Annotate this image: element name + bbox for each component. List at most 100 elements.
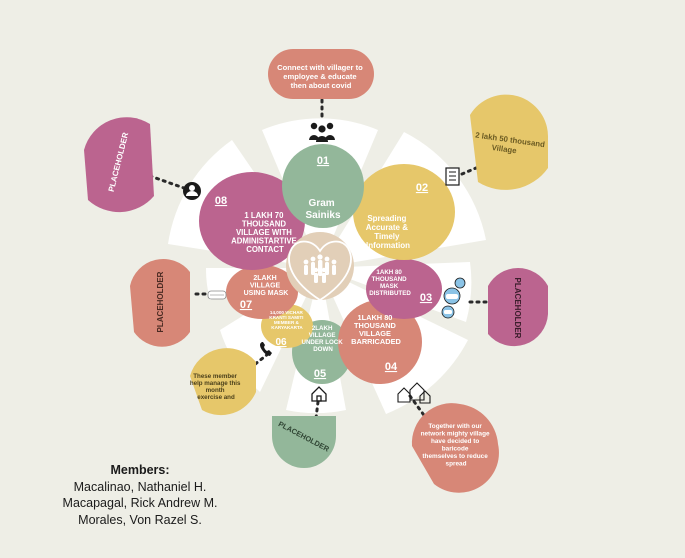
- note-02-line-2: Village: [491, 143, 518, 155]
- top-note-line-1: Connect with villager to: [277, 63, 363, 72]
- segment-01: 01 Gram Sainiks: [305, 155, 340, 221]
- svg-text:2LAKH VILLAGE UNDE: 2LAKH VILLAGE UNDER LOCK DOWN: [302, 325, 345, 353]
- members-title: Members:: [110, 463, 170, 477]
- segment-03-line-3: MASK: [380, 283, 399, 290]
- petal-07: [226, 265, 298, 319]
- outer-note-05: PLACEHOLDER: [272, 416, 336, 468]
- member-name-3: Morales, Von Razel S.: [78, 512, 202, 527]
- member-name-1: Macalinao, Nathaniel H.: [73, 479, 207, 494]
- user-circle-icon: [183, 182, 201, 200]
- svg-text:Gram Sainiks: Gram Sainiks: [305, 198, 340, 221]
- svg-text:2LAKH VILLAGE USIN: 2LAKH VILLAGE USING MASK: [244, 275, 289, 297]
- segment-03-number: 03: [420, 292, 432, 304]
- segment-04-line-2: THOUSAND: [354, 321, 397, 330]
- svg-text:PLACEHOLDER: PLACEHOLDER: [156, 271, 165, 332]
- segment-08: 08 1 LAKH 70 THOUSAND VILLAGE WITH ADMIN…: [215, 195, 299, 254]
- segment-06-line-2: KRANTI SAMITI: [269, 315, 303, 320]
- note-04-line-4: baricode: [442, 446, 469, 453]
- segment-05-line-2: VILLAGE: [309, 332, 336, 339]
- segment-08-line-2: THOUSAND: [242, 220, 287, 229]
- segment-07-line-1: 2LAKH: [253, 275, 276, 282]
- connector-08: [148, 174, 186, 190]
- people-group-icon: [309, 122, 335, 142]
- petal-01: [282, 144, 364, 228]
- crowd-figure: [303, 254, 337, 283]
- connector-02: [460, 160, 492, 176]
- svg-text:These member help manage: These member help manage this month exer…: [190, 373, 242, 401]
- face-mask-icon-left: [207, 290, 227, 300]
- note-07-text: PLACEHOLDER: [156, 271, 165, 332]
- segment-02-number: 02: [416, 182, 428, 194]
- note-06-bubble: [190, 348, 256, 416]
- svg-text:1 LAKH 70 THOUSAND: 1 LAKH 70 THOUSAND VILLAGE WITH ADMINIST…: [231, 211, 299, 254]
- svg-text:PLACEHOLDER: PLACEHOLDER: [513, 278, 522, 339]
- heart-outline: [288, 240, 352, 302]
- outer-note-04: Together with our network mighty village…: [411, 403, 499, 493]
- segment-03-line-4: DISTRIBUTED: [369, 290, 411, 297]
- segment-06-line-3: MEMBER &: [274, 320, 300, 325]
- outer-note-08: PLACEHOLDER: [84, 117, 154, 213]
- segment-05-line-1: 2LAKH: [312, 325, 333, 332]
- segment-02-line-4: Information: [366, 241, 410, 250]
- segment-06-number: 06: [275, 337, 287, 348]
- segment-04-number: 04: [385, 361, 398, 373]
- svg-text:1AKH 80 THOUSAND M: 1AKH 80 THOUSAND MASK DISTRIBUTED: [369, 269, 411, 297]
- connector-05: [314, 400, 320, 420]
- segment-06: 06 14,000 VICHAR KRANTI SAMITI MEMBER & …: [269, 310, 304, 348]
- segment-03: 03 1AKH 80 THOUSAND MASK DISTRIBUTED: [369, 269, 432, 304]
- petal-03: [366, 259, 442, 319]
- connector-04: [408, 394, 428, 420]
- segment-07-number: 07: [240, 299, 252, 311]
- petals: [199, 144, 455, 384]
- segment-01-title-2: Sainiks: [305, 210, 340, 221]
- svg-text:1LAKH 80 THOUSAND: 1LAKH 80 THOUSAND VILLAGE BARRICADED: [351, 313, 401, 346]
- outer-note-02: 2 lakh 50 thousand Village: [470, 94, 549, 190]
- segment-08-number: 08: [215, 195, 227, 207]
- petal-02: [353, 164, 455, 260]
- segment-04-line-1: 1LAKH 80: [358, 313, 393, 322]
- segment-08-line-5: CONTACT: [246, 245, 284, 254]
- svg-text:Connect with villager to: Connect with villager to employee & educ…: [277, 63, 365, 90]
- segment-01-number: 01: [317, 155, 329, 167]
- note-06-line-4: exercise and: [197, 394, 235, 401]
- segment-04-line-3: VILLAGE: [359, 329, 391, 338]
- members-block: Members: Macalinao, Nathaniel H. Macapag…: [40, 462, 240, 528]
- segment-06-line-4: KARYAKARTA: [271, 325, 303, 330]
- segment-02-line-2: Accurate &: [366, 223, 408, 232]
- house-icon: [311, 386, 327, 402]
- note-06-line-1: These member: [193, 373, 237, 380]
- phone-icon: [260, 342, 272, 356]
- svg-text:14,000 VICHAR KRANTI SAM: 14,000 VICHAR KRANTI SAMITI MEMBER & KAR…: [269, 310, 304, 330]
- outer-note-03: PLACEHOLDER: [488, 268, 548, 347]
- note-03-bubble: [488, 268, 548, 347]
- top-note-bubble: [268, 49, 374, 99]
- segment-01-title-1: Gram: [309, 198, 335, 209]
- member-name-2: Macapagal, Rick Andrew M.: [62, 496, 218, 510]
- segment-05: 05 2LAKH VILLAGE UNDER LOCK DOWN: [302, 325, 345, 380]
- center-emblem: [286, 232, 354, 302]
- segment-07-line-2: VILLAGE: [250, 283, 281, 290]
- note-04-bubble: [411, 403, 499, 493]
- outer-note-07: PLACEHOLDER: [130, 259, 190, 347]
- note-05-bubble: [272, 416, 336, 468]
- segment-05-line-3: UNDER LOCK: [302, 339, 344, 346]
- segment-03-line-1: 1AKH 80: [376, 269, 402, 276]
- segment-02-line-1: Spreading: [367, 214, 406, 223]
- segment-05-number: 05: [314, 368, 326, 380]
- segment-07-line-3: USING MASK: [244, 290, 289, 297]
- svg-text:Spreading Accurate &: Spreading Accurate & Timely Information: [366, 214, 410, 250]
- outer-note-06: These member help manage this month exer…: [190, 348, 256, 416]
- note-08-bubble: [84, 117, 154, 213]
- segment-05-line-4: DOWN: [313, 346, 333, 353]
- face-mask-icon: [441, 277, 466, 319]
- checklist-icon: [445, 167, 460, 186]
- segment-08-line-1: 1 LAKH 70: [244, 211, 284, 220]
- segment-06-line-1: 14,000 VICHAR: [270, 310, 304, 315]
- petal-04: [338, 300, 422, 384]
- top-note-line-2: employee & educate: [283, 72, 356, 81]
- svg-text:Together with our networ: Together with our network mighty village…: [421, 423, 492, 468]
- segment-02: 02 Spreading Accurate & Timely Informati…: [366, 182, 428, 250]
- note-04-line-1: Together with our: [428, 423, 482, 430]
- village-houses-icon: [397, 382, 431, 404]
